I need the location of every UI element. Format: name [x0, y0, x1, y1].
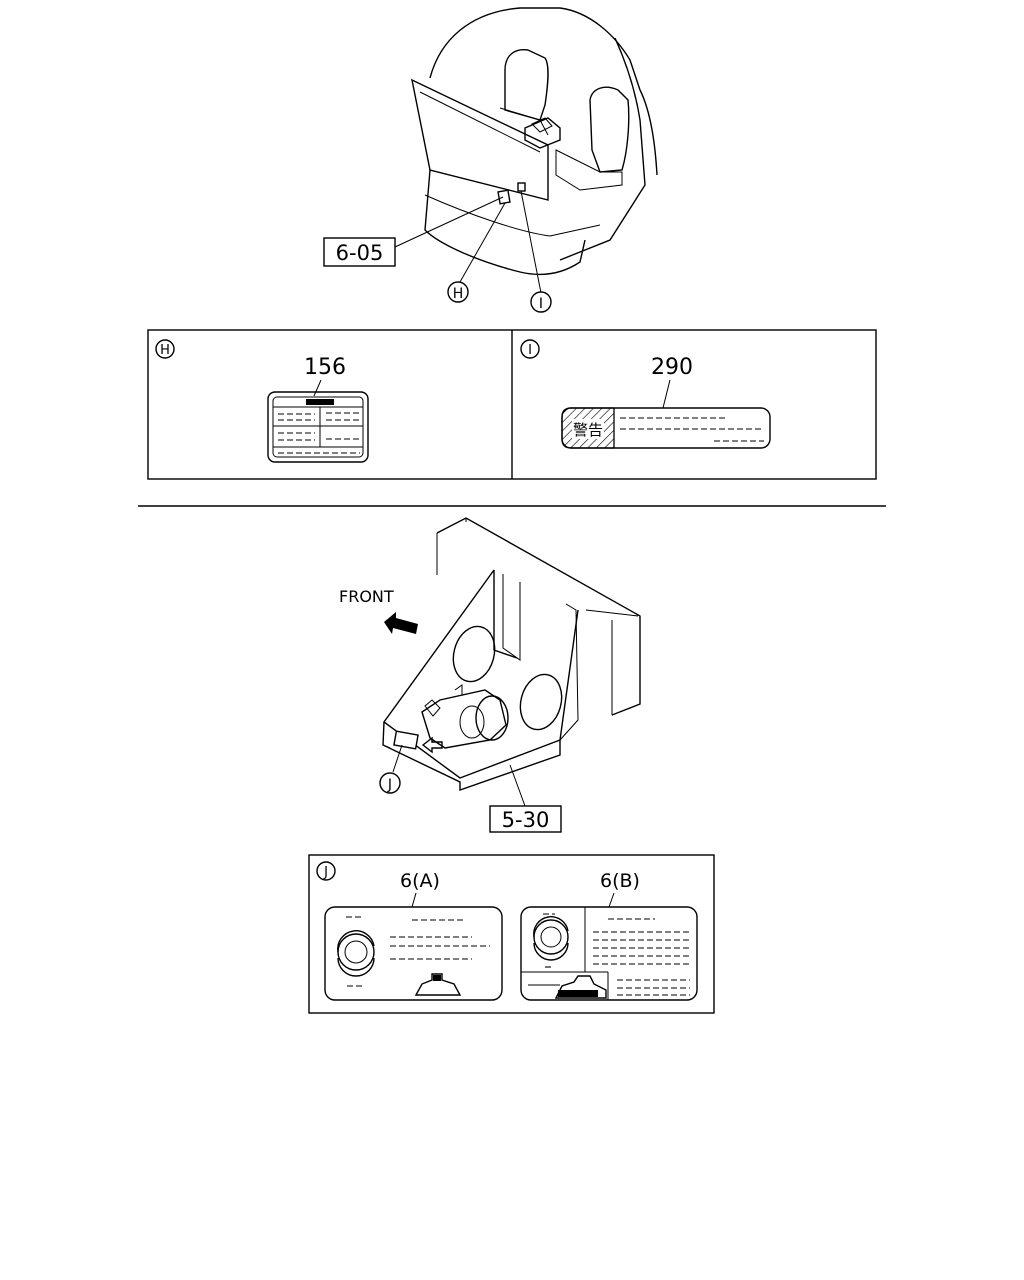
- marker-i-top-text: I: [539, 296, 543, 312]
- callout-6-05-text: 6-05: [336, 241, 384, 265]
- detail-h: H 156: [155, 339, 369, 463]
- detail-i-part-number: 290: [651, 355, 693, 380]
- front-direction: FRONT: [339, 587, 418, 634]
- callout-6-05: 6-05: [323, 237, 396, 267]
- detail-panel-j: J 6(A) 6(B): [308, 854, 715, 1014]
- front-label: FRONT: [339, 587, 394, 606]
- rotation-icon-b: [533, 919, 569, 955]
- detail-i-marker: I: [528, 343, 532, 358]
- detail-j-part-b: 6(B): [600, 870, 640, 892]
- label-6a-plate: [324, 906, 503, 1001]
- callout-5-30: 5-30: [489, 805, 562, 833]
- marker-j-bottom-text: J: [387, 777, 392, 793]
- marker-j-bottom: J: [379, 772, 401, 794]
- detail-h-part-number: 156: [304, 355, 346, 380]
- detail-h-marker: H: [160, 343, 170, 358]
- detail-panel-hi: [147, 329, 877, 480]
- front-arrow-icon: [384, 612, 418, 634]
- detail-i: I 290 警告: [520, 339, 771, 449]
- warning-kanji: 警告: [573, 421, 603, 439]
- marker-h-top-text: H: [453, 286, 464, 302]
- frame-illustration: [382, 517, 641, 807]
- label-290-plate: 警告: [561, 407, 771, 449]
- rotation-icon-a: [337, 933, 375, 971]
- detail-j-marker: J: [323, 865, 328, 880]
- marker-i-top: I: [530, 291, 552, 313]
- cab-illustration: [394, 7, 658, 294]
- label-156-plate: [267, 391, 369, 463]
- label-6b-plate: [520, 906, 698, 1001]
- marker-h-top: H: [447, 281, 469, 303]
- detail-j-part-a: 6(A): [400, 870, 440, 892]
- callout-5-30-text: 5-30: [502, 808, 550, 832]
